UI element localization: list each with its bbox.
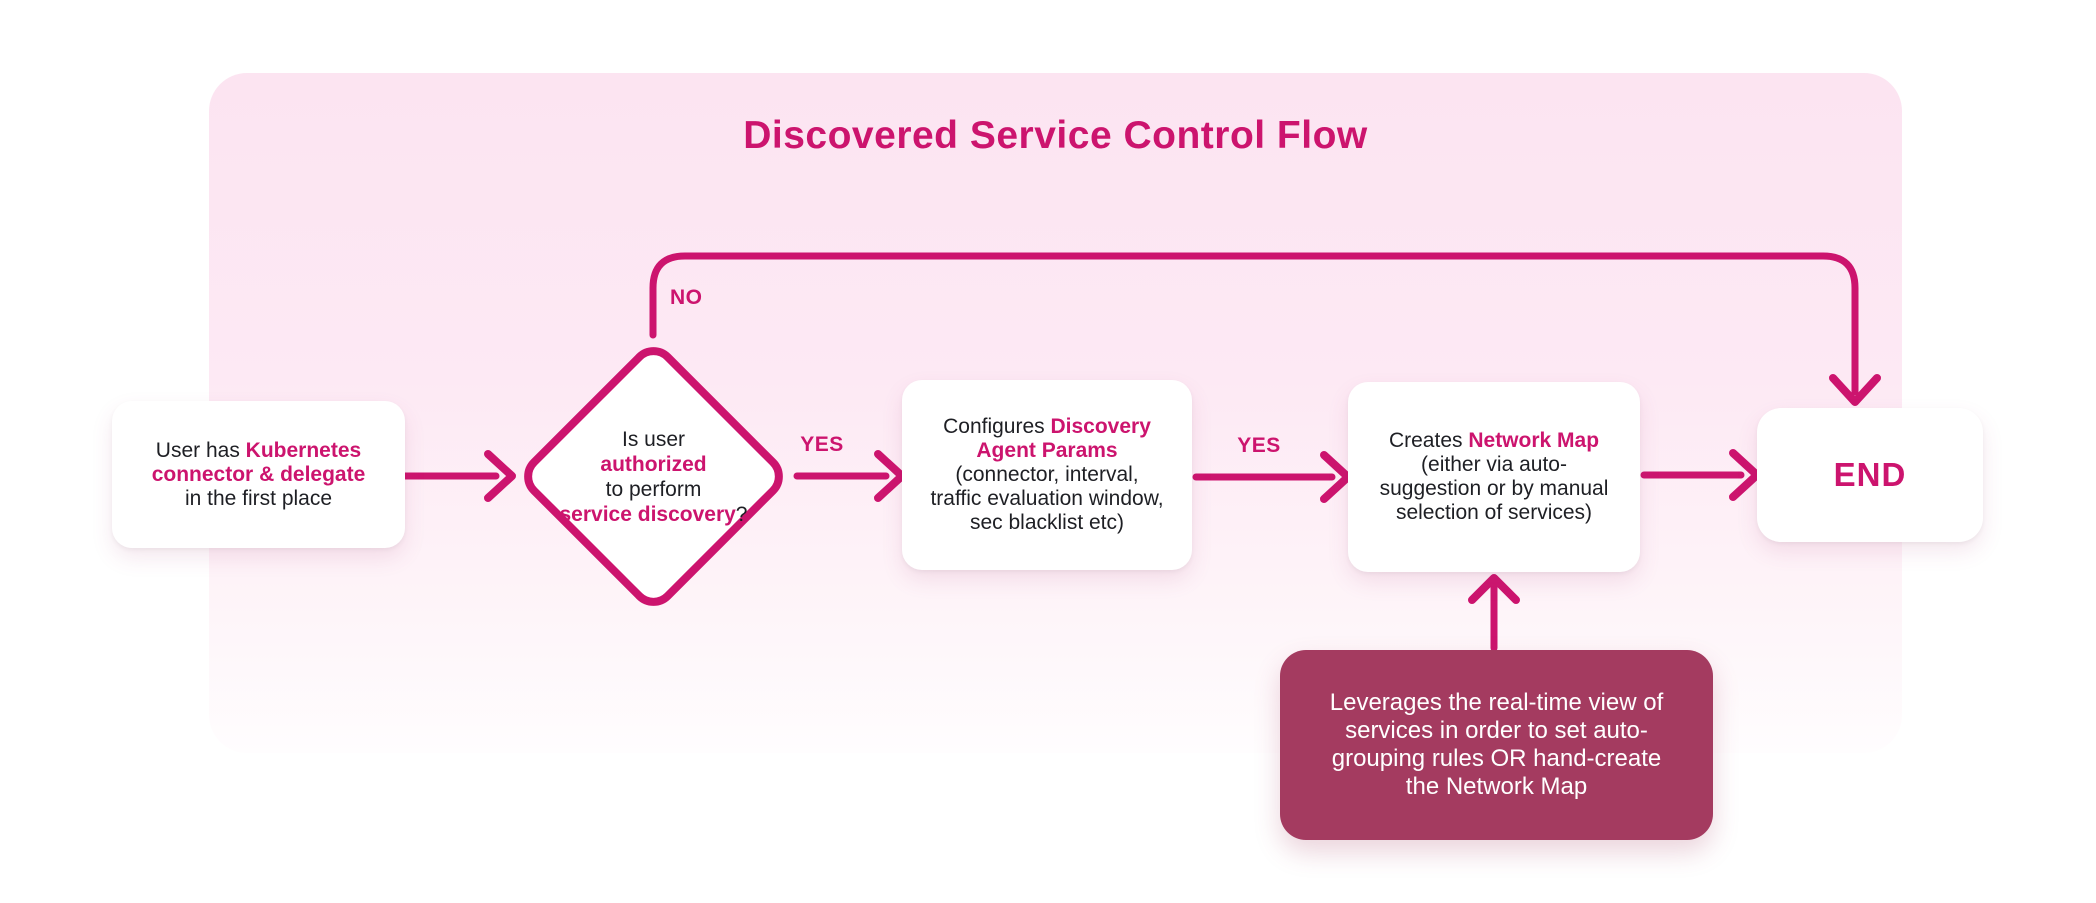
text-segment: sec blacklist etc) — [969, 511, 1125, 534]
text-segment: (connector, interval, — [955, 463, 1139, 486]
text-line: Creates Network Map — [1380, 429, 1609, 453]
yes-label-2: YES — [1237, 434, 1281, 457]
text-line: Leverages the real-time view of — [1330, 689, 1664, 717]
text-segment: Configures — [943, 415, 1051, 438]
text-line: the Network Map — [1330, 773, 1664, 801]
text-segment: in the first place — [184, 486, 333, 510]
text-line: Is user — [622, 427, 685, 452]
text-segment: traffic evaluation window, — [930, 487, 1164, 510]
text-line: selection of services) — [1380, 501, 1609, 525]
yes-label-1: YES — [800, 433, 844, 456]
node-create-text: Creates Network Map(either via auto-sugg… — [1380, 429, 1609, 525]
text-segment: User has — [155, 438, 246, 462]
text-line: (connector, interval, — [930, 463, 1163, 487]
text-line: in the first place — [152, 487, 366, 511]
text-segment: to perform — [605, 477, 702, 501]
text-segment: ? — [735, 502, 748, 526]
diagram-title: Discovered Service Control Flow — [743, 114, 1368, 157]
node-create-network-map: Creates Network Map(either via auto-sugg… — [1348, 382, 1640, 572]
text-segment: Agent Params — [976, 439, 1118, 462]
text-line: User has Kubernetes — [152, 439, 366, 463]
text-segment: connector & delegate — [151, 462, 366, 486]
text-line: traffic evaluation window, — [930, 487, 1163, 511]
text-line: service discovery? — [560, 502, 748, 527]
text-segment: Is user — [621, 427, 686, 451]
text-segment: services in order to set auto- — [1345, 717, 1648, 744]
text-line: Agent Params — [930, 439, 1163, 463]
text-segment: service discovery — [559, 502, 736, 526]
text-segment: Creates — [1388, 429, 1469, 452]
text-line: to perform — [606, 477, 702, 502]
text-segment: Network Map — [1468, 429, 1600, 452]
text-line: grouping rules OR hand-create — [1330, 745, 1664, 773]
text-segment: authorized — [600, 452, 707, 476]
text-segment: (either via auto- — [1421, 453, 1567, 476]
text-segment: suggestion or by manual — [1379, 477, 1609, 500]
text-line: suggestion or by manual — [1380, 477, 1609, 501]
end-label: END — [1833, 456, 1907, 493]
text-segment: Leverages the real-time view of — [1329, 689, 1664, 716]
text-segment: Discovery — [1050, 415, 1151, 438]
text-segment: grouping rules OR hand-create — [1331, 745, 1662, 772]
text-line: (either via auto- — [1380, 453, 1609, 477]
no-label: NO — [670, 286, 703, 309]
text-segment: the Network Map — [1405, 773, 1588, 800]
text-line: connector & delegate — [152, 463, 366, 487]
text-segment: selection of services) — [1395, 501, 1593, 524]
node-end: END — [1757, 408, 1983, 542]
text-segment: Kubernetes — [245, 438, 362, 462]
text-line: services in order to set auto- — [1330, 717, 1664, 745]
text-line: Configures Discovery — [930, 415, 1163, 439]
text-line: sec blacklist etc) — [930, 511, 1163, 535]
text-line: authorized — [600, 452, 706, 477]
